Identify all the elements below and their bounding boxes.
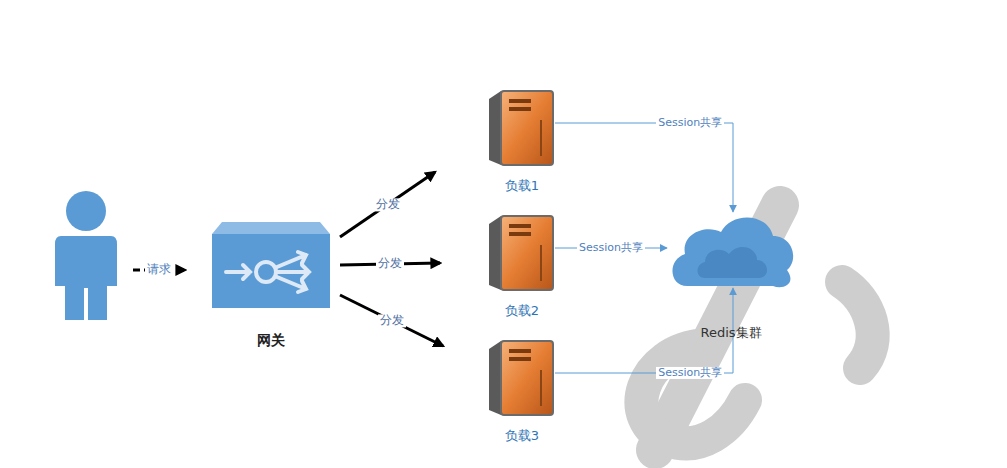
server-side [489,91,501,165]
node-label: 网关 [212,332,330,350]
edge-label: 请求 [145,263,173,276]
server-icon [489,215,555,291]
server-node: 负载2 [489,215,555,320]
node-label: 负载2 [489,302,555,320]
session-line [555,123,733,212]
node-label: 负载1 [489,177,555,195]
edge-label: 分发 [374,198,402,211]
server-line [540,120,542,156]
server-slot [509,357,531,361]
server-front [501,216,553,290]
server-slot [509,349,531,353]
server-front [501,341,553,415]
server-line [540,370,542,406]
edge-label: Session共享 [577,242,645,254]
person-icon [55,190,117,320]
server-node: 负载1 [489,90,555,195]
router-symbol [226,252,309,292]
label-text: 负载3 [505,427,539,445]
gateway-icon [212,222,330,308]
server-icon [489,340,555,416]
server-slot [509,232,531,236]
edge-label: Session共享 [656,367,724,379]
edge-label: 分发 [376,257,404,270]
user-icon [55,190,117,320]
label-text: 网关 [257,332,285,350]
watermark-stroke [842,282,873,368]
gateway-face [212,234,330,308]
gateway-top [212,222,330,234]
edge-label: Session共享 [656,117,724,129]
server-side [489,341,501,415]
person-body [55,236,117,320]
node-label: 负载3 [489,427,555,445]
flow-arrow [340,295,443,346]
flow-arrow [340,172,435,237]
server-line [540,245,542,281]
label-text: 负载1 [505,177,539,195]
cloud-shape [672,217,793,287]
edge-label: 分发 [378,314,406,327]
server-slot [509,107,531,111]
label-text: 负载2 [505,302,539,320]
gateway-box: 网关 [212,222,330,350]
node-label: Redis集群 [665,324,797,342]
server-node: 负载3 [489,340,555,445]
watermark [641,205,872,450]
label-text: Redis集群 [700,324,761,342]
person-head [66,191,106,231]
watermark-stroke [641,345,745,443]
cloud-icon [665,208,797,290]
server-icon [489,90,555,166]
redis-cluster: Redis集群 [665,208,797,342]
server-slot [509,99,531,103]
cloud-shade [698,247,768,278]
server-side [489,216,501,290]
server-slot [509,224,531,228]
server-front [501,91,553,165]
